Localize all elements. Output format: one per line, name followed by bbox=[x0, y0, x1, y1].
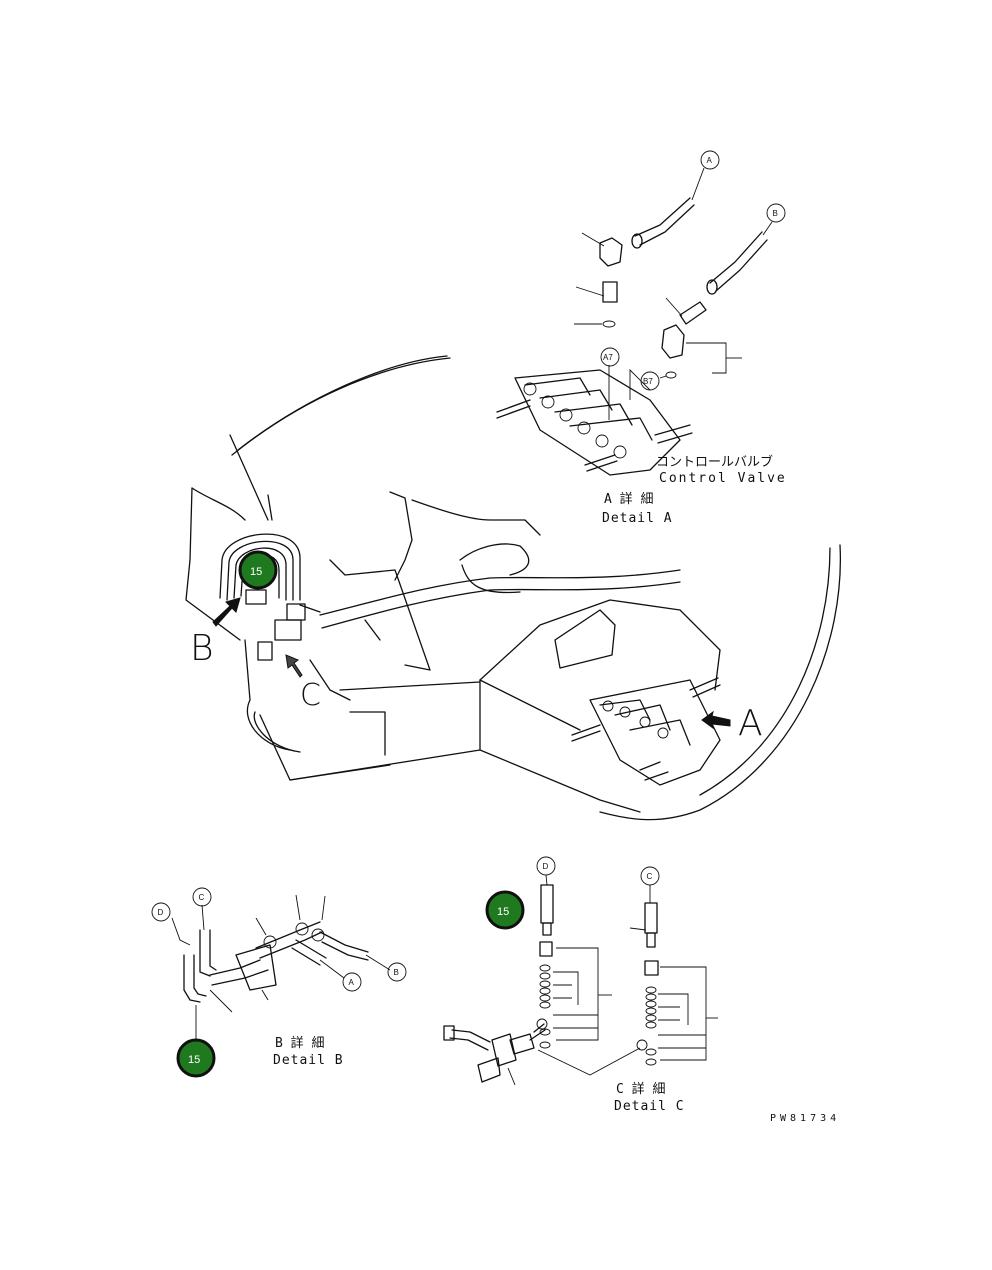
control-valve-main bbox=[571, 677, 721, 786]
detail-b-caption-jp: B 詳 細 bbox=[275, 1035, 324, 1051]
svg-text:15: 15 bbox=[497, 906, 509, 918]
svg-text:A7: A7 bbox=[603, 353, 613, 362]
connector-label-b-top: B bbox=[766, 203, 786, 223]
connector-label-a-b: A bbox=[342, 972, 362, 992]
svg-text:C: C bbox=[199, 893, 205, 902]
connector-label-b7: B7 bbox=[640, 371, 660, 391]
connector-label-a-top: A bbox=[700, 150, 720, 170]
detail-c-group bbox=[443, 874, 718, 1086]
detail-a-group bbox=[496, 167, 773, 476]
connector-label-c-c: C bbox=[640, 866, 660, 886]
detail-c-caption-en: Detail C bbox=[614, 1099, 685, 1114]
detail-a-caption-jp: A 詳 細 bbox=[604, 491, 653, 507]
part-callout-15-detail-b[interactable]: 15 bbox=[176, 1038, 216, 1078]
view-arrow-c bbox=[285, 654, 303, 678]
part-callout-15-main[interactable]: 15 bbox=[238, 550, 278, 590]
view-letter-b: B bbox=[190, 628, 214, 669]
seal-stack-d bbox=[539, 964, 551, 1049]
detail-b-caption-en: Detail B bbox=[273, 1053, 344, 1068]
machine-frame-outline bbox=[185, 355, 842, 821]
connector-label-d-b: D bbox=[151, 902, 171, 922]
svg-text:B: B bbox=[773, 209, 778, 218]
svg-text:D: D bbox=[158, 908, 164, 917]
svg-text:15: 15 bbox=[250, 566, 262, 578]
part-callout-15-detail-c[interactable]: 15 bbox=[485, 890, 525, 930]
view-arrow-b bbox=[212, 597, 241, 627]
svg-text:C: C bbox=[647, 872, 653, 881]
seal-stack-c bbox=[645, 986, 657, 1066]
connector-label-b-b: B bbox=[387, 962, 407, 982]
drawing-number: PW81734 bbox=[770, 1113, 840, 1124]
view-letter-c: C bbox=[300, 678, 321, 713]
view-arrow-a bbox=[701, 710, 731, 730]
svg-text:B7: B7 bbox=[643, 377, 653, 386]
svg-text:B: B bbox=[394, 968, 399, 977]
control-valve-label-jp: コントロールバルブ bbox=[656, 454, 773, 470]
svg-text:A: A bbox=[349, 978, 355, 987]
connector-label-c-b: C bbox=[192, 887, 212, 907]
svg-text:A: A bbox=[707, 156, 713, 165]
svg-text:15: 15 bbox=[188, 1054, 200, 1066]
connector-label-d-c: D bbox=[536, 856, 556, 876]
detail-a-caption-en: Detail A bbox=[602, 511, 673, 526]
svg-text:D: D bbox=[543, 862, 549, 871]
view-letter-a: A bbox=[738, 703, 763, 744]
detail-b-group bbox=[171, 894, 391, 1040]
detail-c-caption-jp: C 詳 細 bbox=[616, 1081, 665, 1097]
control-valve-label-en: Control Valve bbox=[659, 471, 787, 486]
connector-label-a7: A7 bbox=[600, 347, 620, 367]
